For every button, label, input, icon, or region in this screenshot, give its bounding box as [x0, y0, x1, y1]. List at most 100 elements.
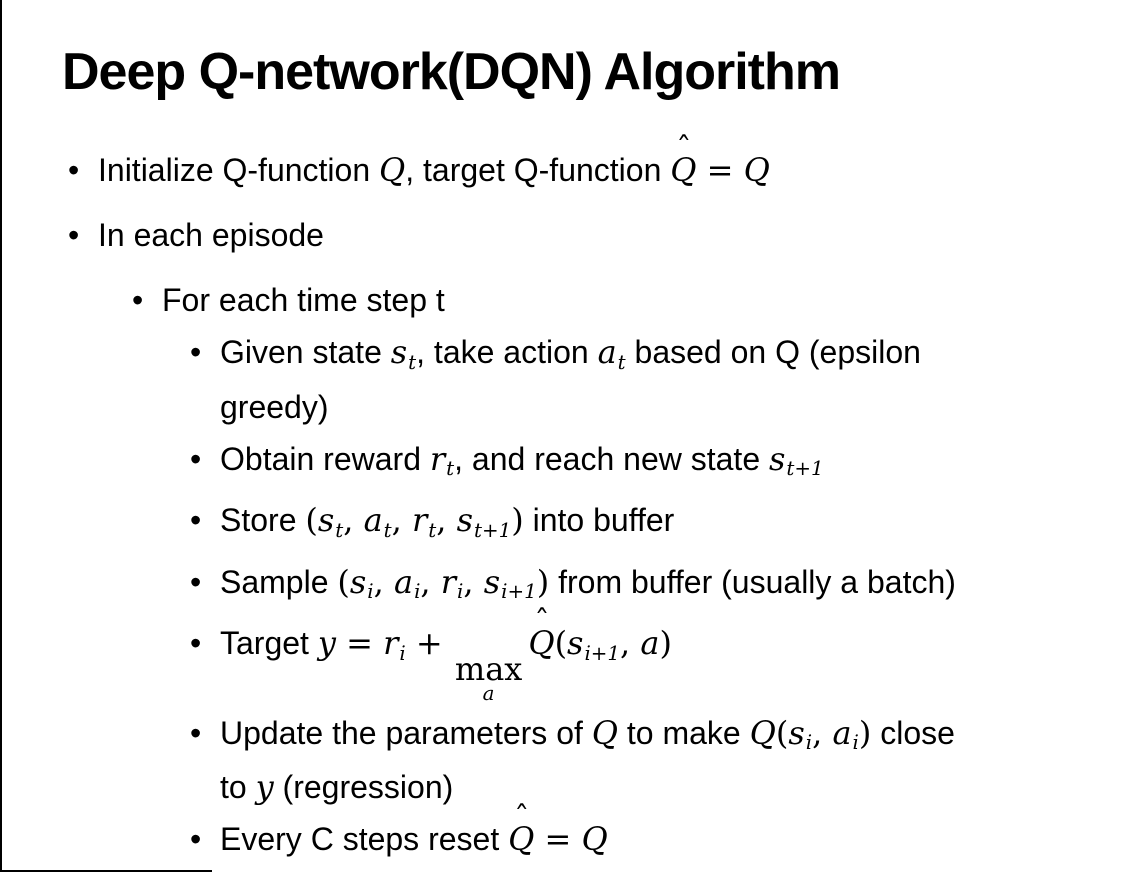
math-operator: (	[554, 624, 568, 663]
variable-subscript: i+1	[501, 580, 537, 604]
text-run: Target	[220, 625, 318, 662]
variable-letter: s	[390, 333, 408, 371]
hat-accent: ˆ	[514, 800, 530, 836]
bullet-marker: •	[190, 714, 202, 751]
bullet-marker: •	[190, 625, 202, 662]
math-variable: st	[391, 330, 416, 385]
bullet-marker: •	[68, 217, 80, 253]
math-operator: ,	[463, 562, 484, 601]
variable-letter: r	[383, 624, 399, 663]
variable-subscript: t+1	[786, 457, 824, 481]
variable-letter: Q	[528, 624, 555, 663]
variable-letter: a	[832, 713, 852, 752]
math-operator: )	[536, 562, 550, 601]
math-operator: )	[659, 624, 672, 663]
variable-letter: y	[255, 768, 274, 807]
variable-subscript: t	[335, 518, 344, 542]
hat-accent: ˆ	[534, 604, 550, 640]
math-variable: ai	[832, 711, 858, 766]
math-variable: rt	[412, 498, 436, 553]
variable-subscript: i	[805, 731, 813, 755]
variable-letter: Q	[743, 151, 770, 189]
math-variable: si+1	[567, 621, 620, 676]
math-variable: si	[350, 560, 374, 615]
text-run: (regression)	[273, 769, 454, 806]
text-run: to make	[618, 714, 750, 751]
text-run: Initialize Q-function	[98, 152, 380, 188]
variable-letter: Q	[749, 713, 776, 752]
variable-letter: Q	[379, 151, 406, 189]
math-variable: st+1	[457, 498, 512, 553]
text-run: For each time step t	[162, 282, 445, 318]
bullet-item-level-3: •Given state st, take action at based on…	[2, 330, 1124, 430]
variable-subscript: t	[408, 350, 417, 374]
bullet-text: Sample (si, ai, ri, si+1) from buffer (u…	[220, 560, 1124, 615]
math-variable: st+1	[769, 437, 824, 492]
variable-subscript: t	[617, 350, 626, 374]
text-run: close	[871, 714, 955, 751]
bullet-text: Store (st, at, rt, st+1) into buffer	[220, 498, 1124, 553]
math-variable: st	[318, 498, 343, 553]
bullet-marker: •	[132, 282, 144, 318]
math-variable: Q	[581, 817, 607, 862]
bullet-text: For each time step t	[162, 278, 1124, 323]
text-run: to	[220, 769, 256, 806]
math-variable: ri	[383, 621, 406, 676]
variable-subscript: t	[383, 518, 392, 542]
bullet-item-level-3: • Sample (si, ai, ri, si+1) from buffer (…	[2, 560, 1124, 615]
math-operator: (	[775, 713, 789, 752]
bullet-list: •Initialize Q-function Q, target Q-funct…	[2, 134, 1124, 869]
variable-letter: Q	[508, 820, 535, 859]
variable-letter: s	[317, 501, 335, 540]
bullet-marker: •	[190, 440, 202, 477]
bullet-text: Given state st, take action at based on …	[220, 330, 1124, 430]
text-run: Every C steps reset	[220, 821, 509, 858]
text-run: In each episode	[98, 217, 324, 253]
text-run: Update the parameters of	[220, 714, 592, 751]
text-run: , take action	[416, 334, 598, 370]
variable-letter: s	[483, 562, 501, 601]
math-operator: (	[337, 562, 350, 601]
text-run: from buffer (usually a batch)	[549, 563, 956, 600]
variable-letter: r	[440, 562, 457, 601]
bullet-marker: •	[68, 152, 80, 188]
math-variable: si+1	[484, 560, 537, 615]
bullet-item-level-3: • Obtain reward rt, and reach new state s…	[2, 437, 1124, 492]
variable-letter: s	[349, 562, 367, 601]
math-variable: ai	[394, 560, 420, 615]
math-variable: y	[318, 621, 336, 666]
variable-subscript: t	[446, 457, 455, 481]
math-variable: y	[256, 765, 274, 810]
math-operator: ,	[420, 562, 441, 601]
math-operator: ,	[812, 713, 833, 752]
variable-subscript: i	[457, 580, 464, 604]
variable-letter: s	[456, 501, 474, 540]
bullet-marker: •	[190, 563, 202, 600]
text-run: Sample	[220, 563, 338, 600]
text-run: Given state	[220, 334, 391, 370]
variable-subscript: i	[414, 580, 421, 604]
text-run: greedy)	[220, 388, 329, 425]
math-operator: +	[405, 624, 453, 663]
math-operator: =	[534, 820, 582, 859]
bullet-marker: •	[190, 821, 202, 858]
bullet-text: Obtain reward rt, and reach new state st…	[220, 437, 1124, 492]
variable-letter: a	[597, 333, 617, 371]
math-operator: ,	[436, 501, 457, 540]
math-operator: ,	[391, 501, 412, 540]
math-variable: Q	[744, 148, 770, 193]
math-operator: ,	[343, 501, 364, 540]
variable-letter: a	[363, 501, 383, 540]
math-operator: (	[305, 501, 318, 540]
bottom-edge-line	[2, 870, 212, 872]
bullet-item-level-3: •Update the parameters of Q to make Q(si…	[2, 711, 1124, 811]
slide-title: Deep Q-network(DQN) Algorithm	[62, 43, 841, 101]
